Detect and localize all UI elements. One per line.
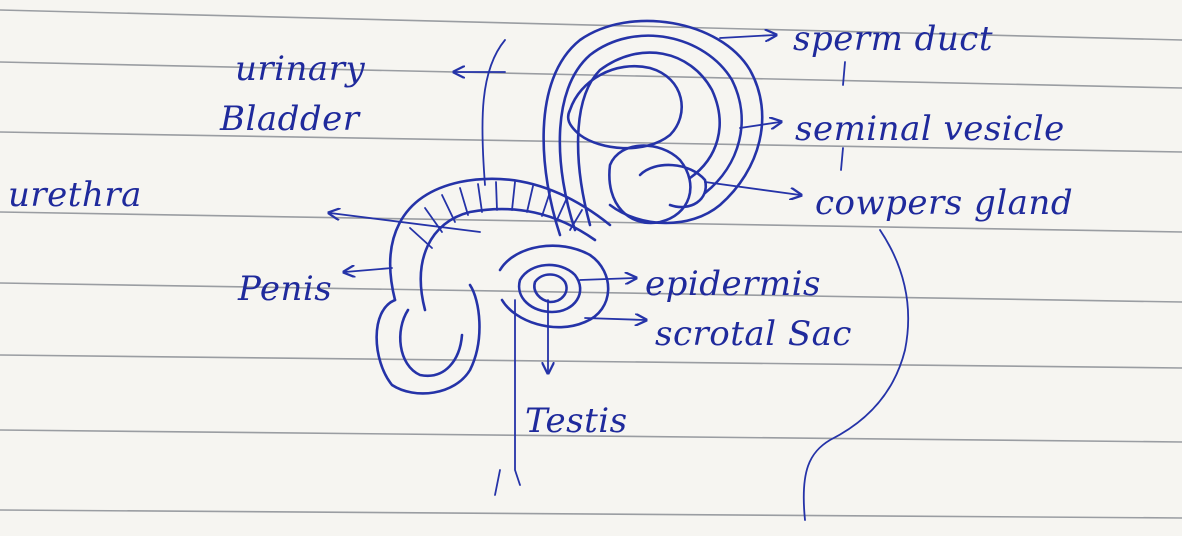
scrotal-sac [500, 246, 608, 327]
bladder-lead [482, 40, 505, 185]
label-scrotal-sac: scrotal Sac [655, 314, 852, 354]
penis-outline [377, 285, 480, 393]
label-urethra: urethra [8, 175, 142, 215]
bladder-inner-2 [578, 53, 720, 225]
penis-inner [400, 310, 462, 376]
label-seminal-vesicle: seminal vesicle [795, 109, 1065, 149]
arrow-cowpers-gland [705, 182, 800, 195]
label-testis: Testis [525, 401, 628, 441]
epididymis-loop [519, 265, 580, 312]
ruled-lines [0, 10, 1182, 518]
bladder-inner-1 [560, 36, 742, 230]
label-epidermis: epidermis [645, 264, 821, 304]
arrow-seminal-vesicle [740, 122, 780, 128]
tick-between-seminal-and-cowper [841, 148, 843, 170]
arrow-sperm-duct [720, 35, 775, 38]
arrow-scrotal-sac [585, 318, 645, 320]
left-shaft [515, 300, 520, 485]
arrow-penis [345, 268, 392, 272]
cowpers-gland-blob [640, 165, 706, 207]
bladder-core [568, 66, 682, 148]
reproductive-system-drawing [377, 21, 909, 520]
label-urinary: urinary [235, 49, 365, 89]
small-mark [495, 470, 500, 495]
tick-between-sperm-and-seminal [843, 62, 845, 85]
arrow-epidermis [580, 278, 635, 280]
gland-loop [609, 146, 690, 223]
label-sperm-duct: sperm duct [793, 19, 993, 59]
label-penis: Penis [237, 269, 332, 309]
label-bladder: Bladder [219, 99, 361, 139]
label-cowpers-gland: cowpers gland [815, 183, 1073, 223]
testis [534, 275, 566, 303]
